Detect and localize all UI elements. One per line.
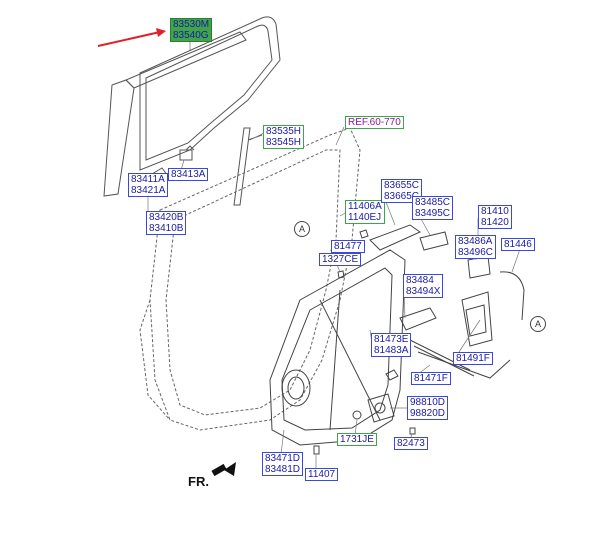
pointer-arrow <box>97 28 166 47</box>
handle-parts <box>369 224 449 331</box>
front-direction-arrow <box>211 462 236 477</box>
part-label-clip: 83413A <box>168 168 209 181</box>
window-motor <box>367 393 395 423</box>
part-label-hinge: 81477 <box>331 240 365 253</box>
rods-cables <box>385 339 511 381</box>
callout-a-right: A <box>530 316 546 332</box>
front-direction-label: FR. <box>188 474 209 489</box>
door-frame <box>139 127 361 431</box>
part-label-cable-3: 81471F <box>411 372 451 385</box>
window-glass <box>103 16 281 197</box>
callout-a-upper: A <box>294 221 310 237</box>
part-label-cable-2: 81491F <box>453 352 493 365</box>
part-label-cable: 81446 <box>501 238 535 251</box>
latch-assembly <box>461 255 525 347</box>
part-label-screw: 1327CE <box>319 253 362 266</box>
ref-label: REF.60-770 <box>345 116 404 129</box>
regulator-panel <box>269 249 406 446</box>
part-label-plug: 1731JE <box>337 433 377 446</box>
part-label-bolt-3: 11407 <box>305 468 339 481</box>
part-label-bolt-2: 82473 <box>394 437 428 450</box>
